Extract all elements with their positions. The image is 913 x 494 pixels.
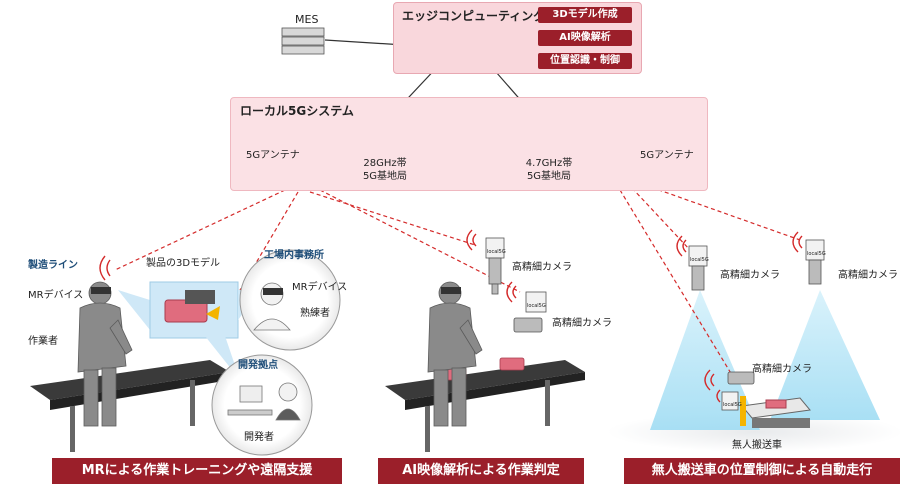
camera-scene2-side: [513, 291, 547, 333]
edge-title: エッジコンピューティング: [402, 9, 546, 23]
conveyor-1: [30, 360, 230, 452]
office-title: 工場内事務所: [264, 250, 324, 261]
3d-model-callout: [118, 281, 260, 380]
scene2-camera2-tag: local5G: [527, 303, 546, 309]
mr-device-label: MRデバイス: [28, 290, 84, 301]
camera-scene3-1: [688, 245, 708, 291]
function-positioning: 位置認識・制御: [538, 53, 632, 69]
base-47ghz-station: 5G基地局: [526, 171, 572, 182]
base-28ghz-band: 28GHz帯: [363, 158, 407, 169]
scene3-camera2-label: 高精細カメラ: [838, 270, 898, 281]
wireless-links: [114, 184, 801, 381]
developer-label: 開発者: [244, 432, 274, 443]
dev-title: 開発拠点: [238, 360, 278, 371]
scene3-camera1-label: 高精細カメラ: [720, 270, 780, 281]
office-bubble: [239, 249, 341, 351]
function-ai-video: AI映像解析: [538, 30, 632, 46]
scene2-camera2-label: 高精細カメラ: [552, 318, 612, 329]
mr-headset-icon: [91, 287, 111, 294]
agv-vehicle: [740, 396, 811, 428]
function-3d-model: 3Dモデル作成: [538, 7, 632, 23]
antenna-right-label: 5Gアンテナ: [640, 150, 694, 161]
antenna-left-label: 5Gアンテナ: [246, 150, 300, 161]
expert-label: 熟練者: [300, 308, 330, 319]
base-28ghz-station: 5G基地局: [362, 171, 408, 182]
local5g-box: [230, 97, 708, 191]
agv-label: 無人搬送車: [732, 440, 782, 451]
dev-bubble: [211, 354, 313, 456]
local5g-title: ローカル5Gシステム: [240, 104, 354, 118]
banner-agv-control: 無人搬送車の位置制御による自動走行: [624, 458, 900, 484]
worker-1-figure: [77, 281, 133, 427]
scene3-camera3-label: 高精細カメラ: [752, 364, 812, 375]
line-label: 製造ライン: [28, 260, 78, 271]
conveyor-2: [385, 360, 585, 452]
worker-label: 作業者: [28, 336, 58, 347]
worker-2-figure: [427, 281, 483, 427]
camera-scene3-agv: [721, 371, 755, 411]
banner-ai-judgement: AI映像解析による作業判定: [378, 458, 584, 484]
camera-light-cone-2: [770, 290, 880, 420]
camera-scene2-top: [485, 237, 505, 295]
mes-server-icon: [281, 27, 325, 55]
scene3-camera1-tag: local5G: [690, 257, 709, 263]
office-device-label: MRデバイス: [292, 282, 348, 293]
3d-model-label: 製品の3Dモデル: [146, 258, 221, 269]
scene3-camera3-tag: local5G: [723, 402, 742, 408]
banner-mr-training: MRによる作業トレーニングや遠隔支援: [52, 458, 342, 484]
scene2-camera1-label: 高精細カメラ: [512, 262, 572, 273]
developer-figure: [227, 382, 301, 421]
scene2-camera1-tag: local5G: [487, 249, 506, 255]
base-47ghz-band: 4.7GHz帯: [525, 158, 573, 169]
camera-scene3-2: [805, 239, 825, 285]
scene3-camera2-tag: local5G: [807, 251, 826, 257]
mes-label: MES: [295, 13, 319, 26]
